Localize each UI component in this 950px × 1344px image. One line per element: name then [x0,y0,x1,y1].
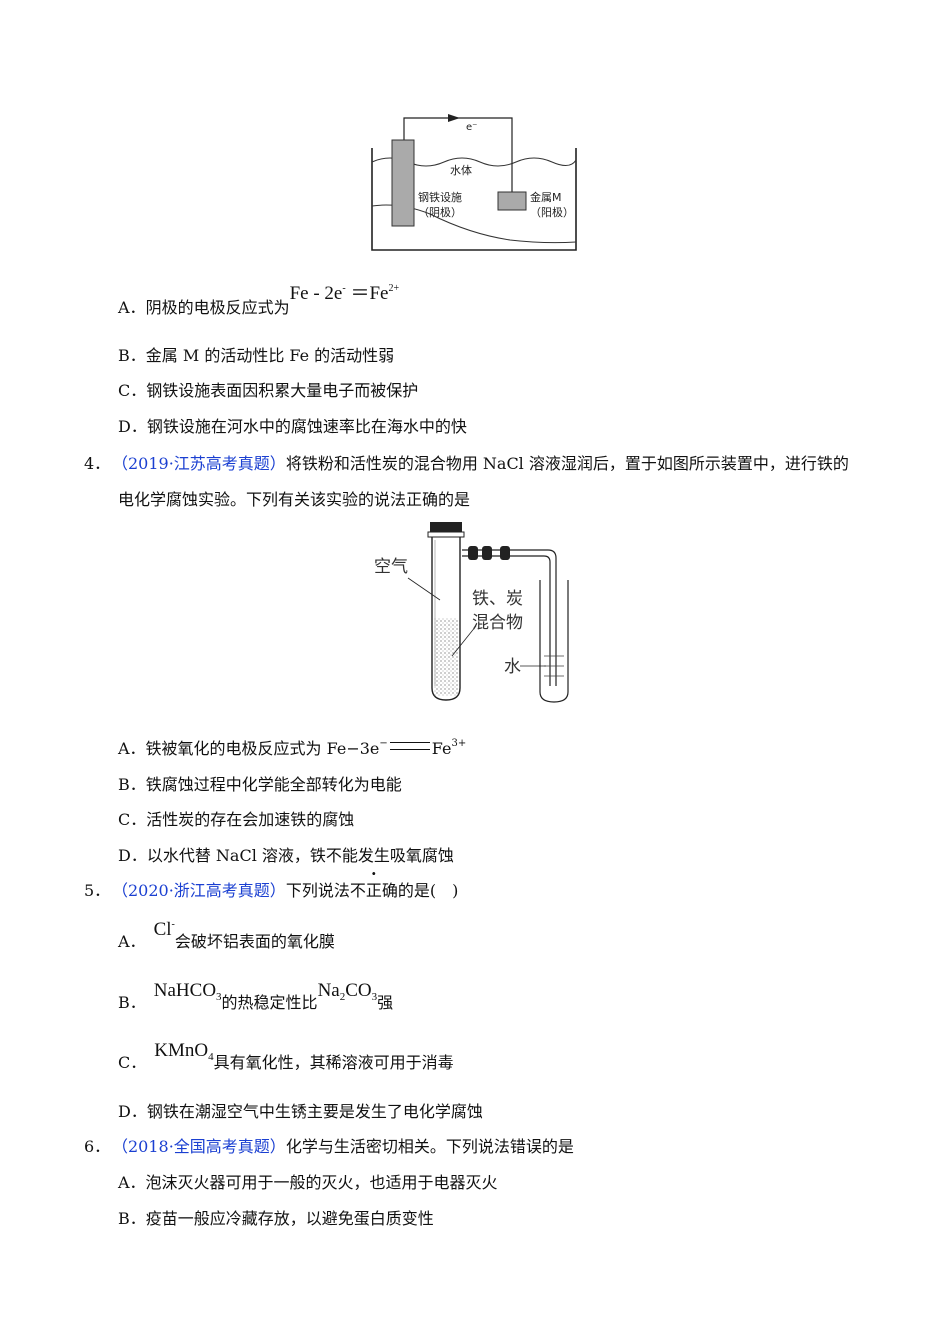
na2co3-formula: Na2CO3 [317,980,378,1003]
q5-option-b[interactable]: B．NaHCO3的热稳定性比Na2CO3强 [118,980,394,1012]
q3-option-a[interactable]: A．阴极的电极反应式为Fe - 2e- ＝Fe2+ [118,283,399,319]
emphasis-not-correct: 不正确 [350,864,398,901]
anode-metal-m [497,191,527,211]
q5-source: （2020·浙江高考真题） [112,881,286,900]
q3-option-c[interactable]: C．钢铁设施表面因积累大量电子而被保护 [118,381,419,400]
q4-stem-text: 将铁粉和活性炭的混合物用 NaCl 溶液湿润后，置于如图所示装置中，进行铁的 [285,454,849,473]
iron-carbon-mixture [434,618,458,696]
main-test-tube [431,537,461,701]
air-label: 空气 [374,557,408,577]
water-label: 水体 [450,163,472,177]
anode-label-sub: （阳极） [530,205,574,219]
kmno4-formula: KMnO4 [154,1040,214,1063]
q4-option-b[interactable]: B．铁腐蚀过程中化学能全部转化为电能 [118,775,402,794]
electron-label: e⁻ [466,122,477,133]
q5-option-c[interactable]: C．KMnO4具有氧化性，其稀溶液可用于消毒 [118,1040,454,1072]
nahco3-formula: NaHCO3 [153,980,222,1003]
connecting-tube [462,549,557,686]
q6-stem: （2018·全国高考真题）化学与生活密切相关。下列说法错误的是 [112,1137,574,1156]
q6-option-a[interactable]: A．泡沫灭火器可用于一般的灭火，也适用于电器灭火 [118,1173,498,1192]
q4-option-c[interactable]: C．活性炭的存在会加速铁的腐蚀 [118,810,355,829]
q6-source: （2018·全国高考真题） [112,1137,286,1156]
q5-option-a[interactable]: A．Cl-会破坏铝表面的氧化膜 [118,919,335,951]
q4-option-a[interactable]: A．铁被氧化的电极反应式为 Fe−3e−Fe3+ [118,738,467,758]
q4-option-d[interactable]: D．以水代替 NaCl 溶液，铁不能发生吸氧腐蚀 [118,846,454,865]
anode-label: 金属M [530,190,562,204]
q4-stem-line1: （2019·江苏高考真题）将铁粉和活性炭的混合物用 NaCl 溶液湿润后，置于如… [112,450,849,474]
q5-number: 5． [84,881,111,900]
mixture-label-sub: 混合物 [472,613,523,633]
option-text: 阴极的电极反应式为 [145,298,290,317]
figure-cathodic-protection: e⁻ 水体 钢铁设施 （阴极） 金属M （阳极） [371,114,577,251]
q4-stem-line2: 电化学腐蚀实验。下列有关该实验的说法正确的是 [118,490,471,509]
q6-option-b[interactable]: B．疫苗一般应冷藏存放，以避免蛋白质变性 [118,1209,434,1228]
figure-test-tube-apparatus: 空气 铁、炭 混合物 水 [374,522,569,703]
cathode-label-sub: （阴极） [418,205,462,219]
q4-number: 4． [84,454,111,473]
electron-arrow [448,114,460,122]
q6-number: 6． [84,1137,111,1156]
q5-stem: （2020·浙江高考真题）下列说法不正确的是( ) [112,864,458,901]
option-letter: A． [118,298,146,317]
stopper [430,522,462,532]
mixture-label: 铁、炭 [472,589,523,609]
cathode-equation: Fe - 2e- ＝Fe2+ [289,283,400,304]
wire [403,117,513,192]
q5-option-d[interactable]: D．钢铁在潮湿空气中生锈主要是发生了电化学腐蚀 [118,1102,483,1121]
chloride-formula: Cl- [153,919,175,940]
q3-option-d[interactable]: D．钢铁设施在河水中的腐蚀速率比在海水中的快 [118,417,467,436]
container-outline [371,148,577,251]
cathode-label: 钢铁设施 [418,191,462,204]
q3-option-b[interactable]: B．金属 M 的活动性比 Fe 的活动性弱 [118,346,395,365]
water-label: 水 [504,657,521,677]
water-test-tube [539,580,569,703]
equals-double-line [389,742,430,750]
tube-clip [468,546,478,560]
cathode-steel-facility [391,139,415,227]
q4-source: （2019·江苏高考真题） [112,454,286,473]
